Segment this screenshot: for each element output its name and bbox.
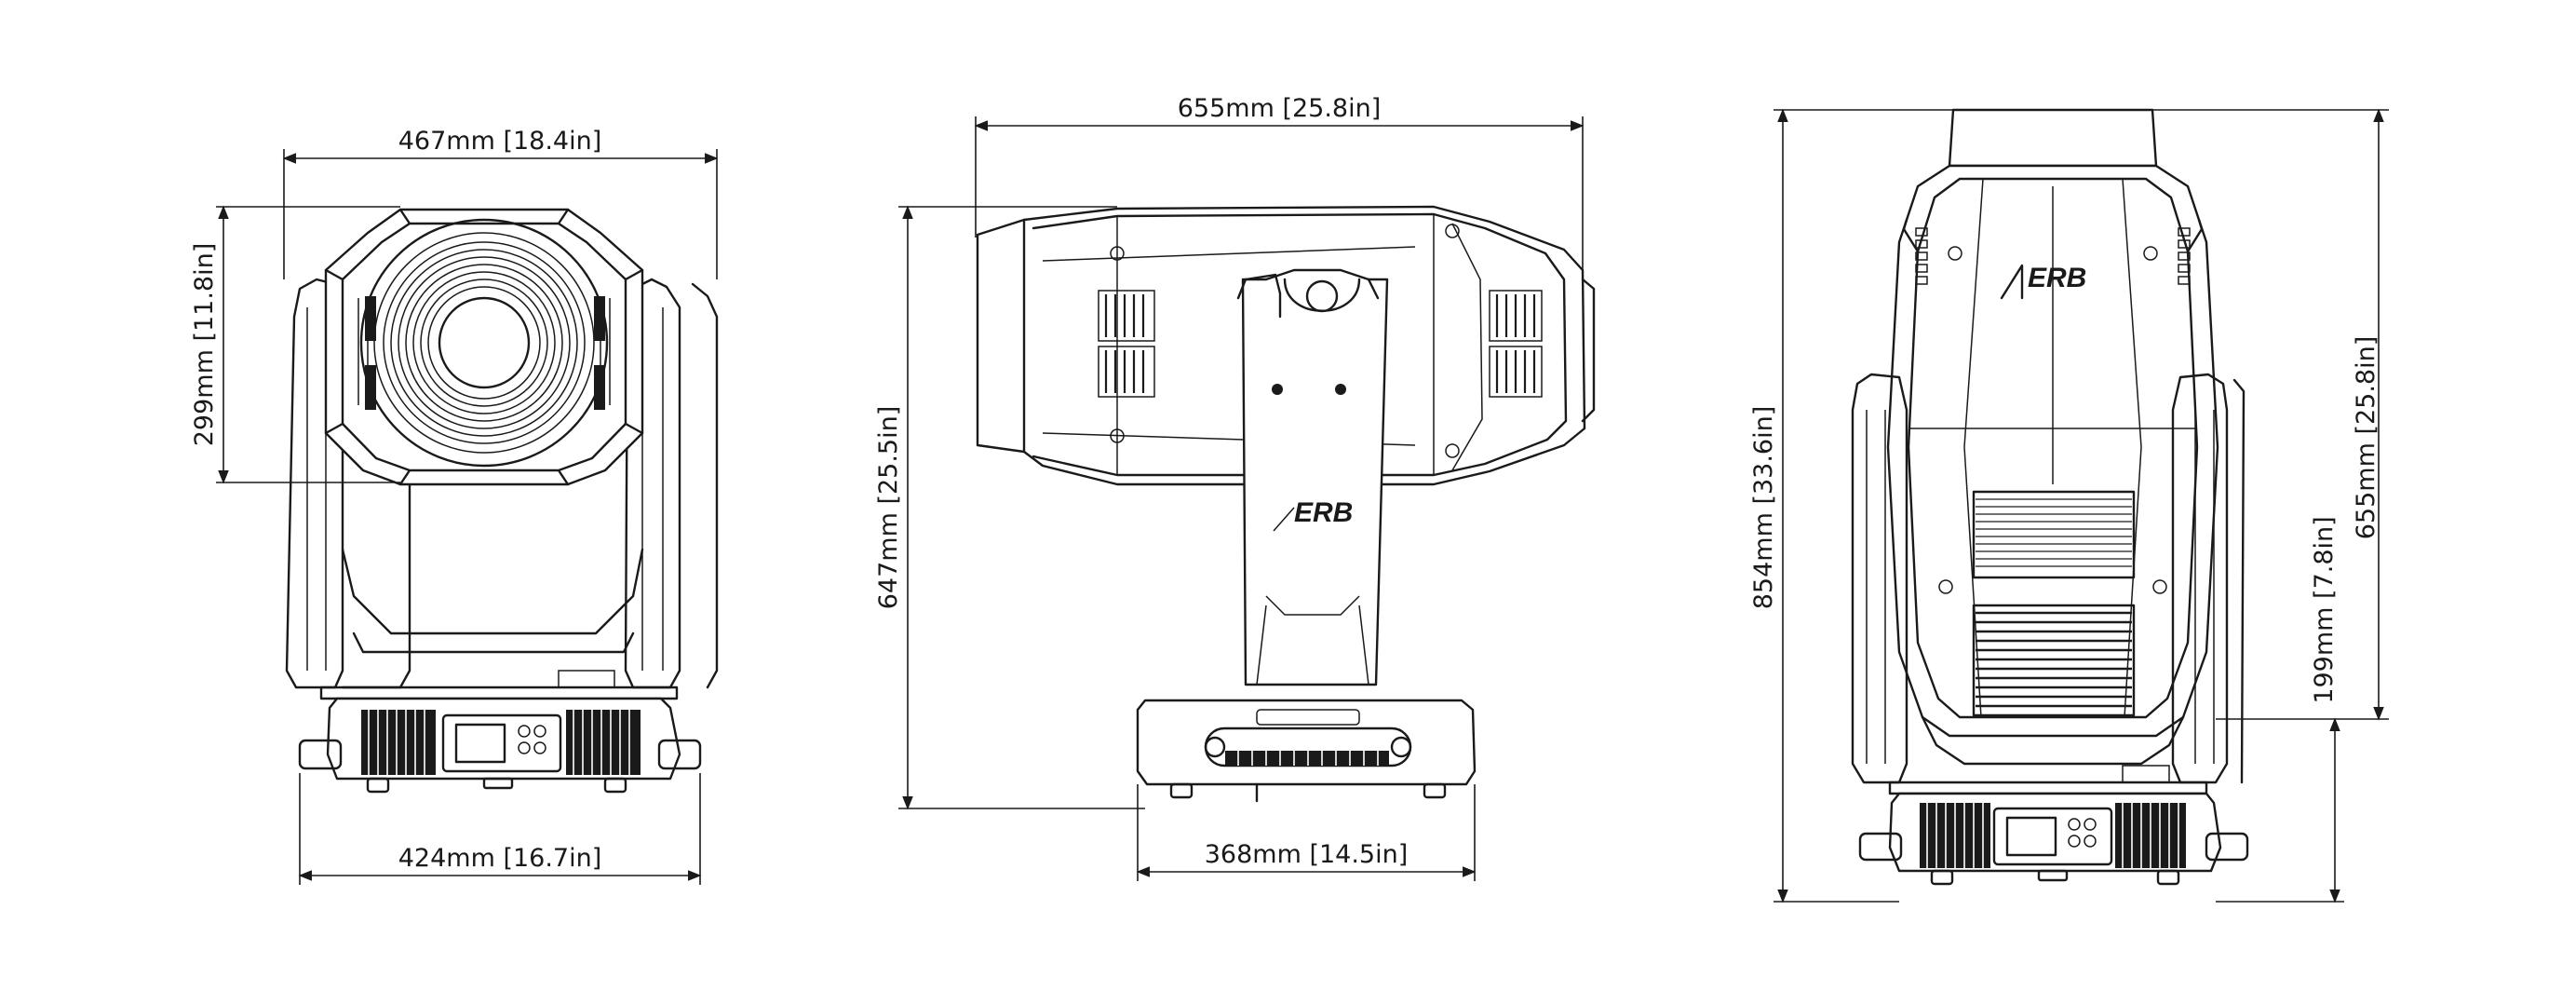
front-head-height-label: 299mm [11.8in]	[190, 243, 219, 447]
front-dimensions: 467mm [18.4in] 299mm [11.8in] 424mm [16.…	[190, 127, 719, 885]
rear-view: ERB	[1851, 108, 2249, 886]
side-view: ERB	[976, 205, 1596, 803]
side-dimensions: 655mm [25.8in] 647mm [25.5in] 368mm [14.…	[874, 94, 1585, 881]
front-width-label: 467mm [18.4in]	[398, 127, 602, 156]
rear-dimensions: 854mm [33.6in] 655mm [25.8in] 199mm [7.8…	[1749, 108, 2389, 903]
rear-total-height-label: 854mm [33.6in]	[1749, 406, 1778, 610]
side-brand-logo: ERB	[1294, 497, 1353, 528]
front-base-width-label: 424mm [16.7in]	[398, 844, 602, 873]
rear-lower-height-label: 199mm [7.8in]	[2310, 516, 2339, 703]
side-base-width-label: 368mm [14.5in]	[1205, 840, 1409, 869]
rear-brand-logo: ERB	[2028, 263, 2086, 293]
side-length-label: 655mm [25.8in]	[1178, 94, 1382, 123]
front-view	[285, 208, 719, 794]
rear-upper-height-label: 655mm [25.8in]	[2352, 336, 2380, 540]
side-height-label: 647mm [25.5in]	[874, 406, 903, 610]
